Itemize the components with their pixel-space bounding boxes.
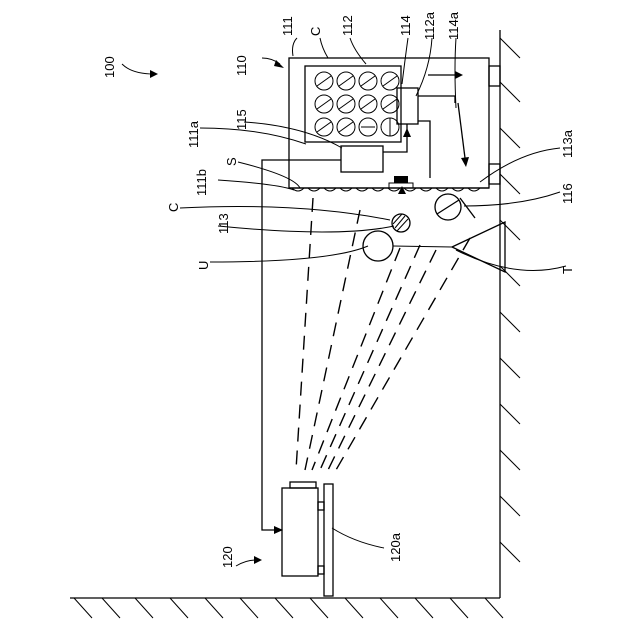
label-111b: 111b (194, 169, 209, 196)
label-100: 100 (102, 56, 117, 78)
label-113a: 113a (560, 129, 575, 158)
floor-ground (70, 598, 503, 618)
label-110: 110 (234, 55, 249, 76)
target-120 (282, 488, 318, 576)
sensor-s (394, 176, 408, 183)
label-115: 115 (234, 109, 249, 130)
funnel-t (452, 222, 505, 272)
label-120: 120 (220, 546, 235, 568)
label-t: T (560, 266, 575, 274)
component-114 (397, 88, 418, 124)
launch-trajectories (296, 198, 470, 470)
flow-arrows (428, 71, 469, 167)
wall-bracket-upper (489, 66, 500, 86)
stand-120a (324, 484, 333, 596)
label-c-left: C (166, 203, 181, 212)
label-u: U (196, 261, 211, 270)
label-111a: 111a (186, 120, 201, 148)
label-111: 111 (280, 16, 295, 36)
label-113: 113 (216, 213, 231, 234)
label-c-top: C (308, 27, 323, 36)
label-114a: 114a (446, 11, 461, 40)
label-120a: 120a (388, 532, 403, 562)
label-116: 116 (560, 183, 575, 204)
label-s: S (224, 157, 239, 166)
controller-115 (341, 146, 383, 172)
label-112a: 112a (422, 11, 437, 40)
item-113 (392, 214, 410, 232)
label-112: 112 (340, 15, 355, 36)
label-114: 114 (398, 15, 413, 36)
item-array-c (315, 72, 399, 136)
wall-right (500, 30, 520, 598)
housing-111 (289, 58, 489, 188)
